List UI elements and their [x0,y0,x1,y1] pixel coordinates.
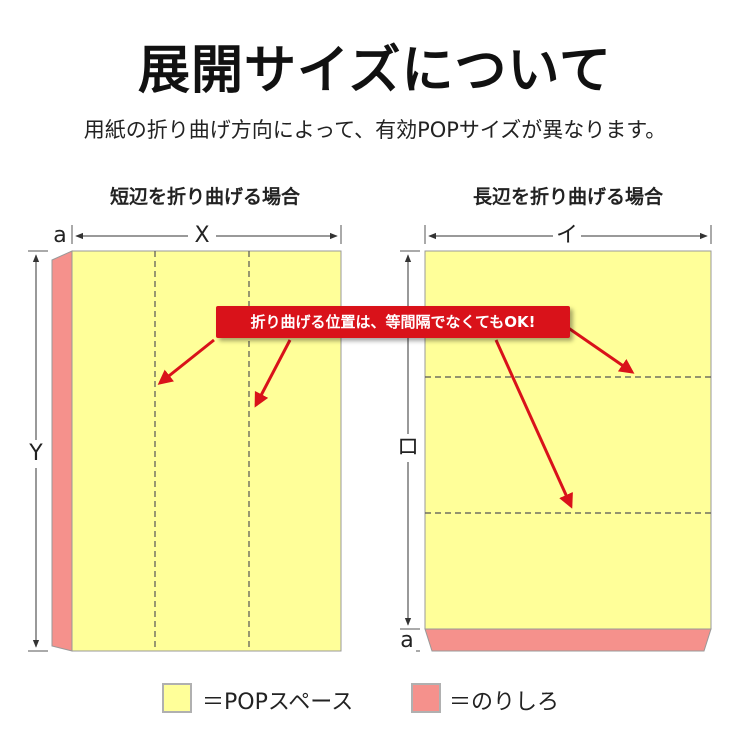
page-title: 展開サイズについて [138,41,612,101]
legend-pop-label: ＝POPスペース [202,690,354,715]
fold-position-callout: 折り曲げる位置は、等間隔でなくてもOK! [216,306,570,338]
right-width-dimension-label: イ [553,225,581,247]
callout-arrow-2 [254,339,292,408]
page-subtitle: 用紙の折り曲げ方向によって、有効POPサイズが異なります。 [83,118,667,142]
callout-arrow-1 [157,338,215,385]
right-glue-margin [424,628,712,652]
left-case-label: 短辺を折り曲げる場合 [109,186,300,208]
legend-glue-label: ＝のりしろ [449,690,560,715]
callout-arrow-3 [563,323,635,374]
right-case-label: 長辺を折り曲げる場合 [472,186,663,208]
left-height-dimension-label: Y [24,440,48,468]
left-width-dimension-label: X [188,225,216,247]
left-glue-dimension-label: a [51,225,69,247]
left-diagram [28,225,342,652]
callout-arrows [157,323,635,509]
legend-glue-swatch [411,683,441,713]
right-glue-dimension-label: a [398,630,416,652]
right-diagram [400,225,712,652]
left-glue-margin [51,250,73,652]
legend-pop-swatch [162,683,192,713]
callout-arrow-4 [494,339,573,509]
right-height-dimension-label: ロ [396,434,420,462]
